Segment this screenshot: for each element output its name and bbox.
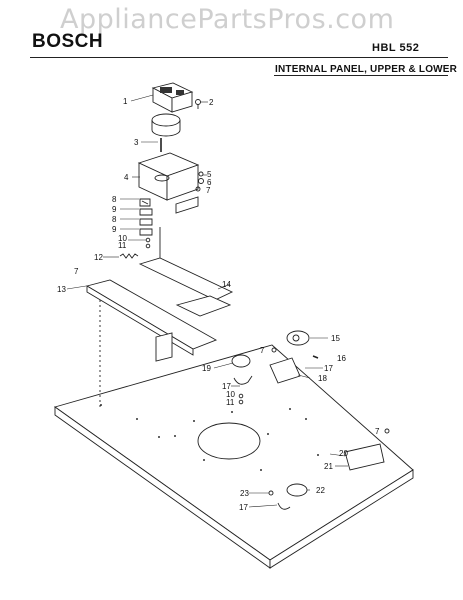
- callout-17-c: 17: [239, 503, 248, 512]
- callout-2: 2: [209, 98, 214, 107]
- part-2-screw: [195, 99, 201, 109]
- callout-16: 16: [337, 354, 346, 363]
- part-15-thermostat: [286, 330, 310, 346]
- part-7-screw-a: [195, 186, 201, 192]
- brand-logo-text: BOSCH: [32, 31, 104, 52]
- part-4-housing: [137, 152, 200, 201]
- callout-4: 4: [124, 173, 129, 182]
- callout-11-b: 11: [226, 398, 235, 407]
- callout-8-a: 8: [112, 195, 117, 204]
- callout-7-c: 7: [260, 346, 265, 355]
- callout-9-b: 9: [112, 225, 117, 234]
- section-rule: [274, 75, 448, 76]
- part-20-bracket: [344, 443, 385, 471]
- leader-lines: [66, 94, 348, 508]
- part-16-screw: [312, 355, 319, 359]
- model-number: HBL 552: [372, 42, 420, 54]
- callout-13: 13: [57, 285, 66, 294]
- section-title: INTERNAL PANEL, UPPER & LOWER: [275, 64, 458, 75]
- callout-14: 14: [222, 280, 231, 289]
- callout-19: 19: [202, 364, 211, 373]
- callout-18: 18: [318, 374, 327, 383]
- parts-8-9-clips: [139, 198, 153, 249]
- callout-3: 3: [134, 138, 139, 147]
- header-rule: [30, 57, 448, 58]
- part-7-screw-c: [384, 428, 390, 434]
- base-plate: [53, 344, 414, 569]
- callout-20: 20: [339, 449, 348, 458]
- callout-23: 23: [240, 489, 249, 498]
- part-22-thermostat: [286, 483, 308, 497]
- callout-21: 21: [324, 462, 333, 471]
- callout-8-b: 8: [112, 215, 117, 224]
- callout-10-b: 10: [226, 390, 235, 399]
- part-7-screw-b: [271, 347, 277, 353]
- part-12-spring: [119, 253, 139, 259]
- callout-1: 1: [123, 97, 128, 106]
- part-14-lever: [138, 227, 234, 317]
- callout-17-a: 17: [324, 364, 333, 373]
- part-1-motor: [151, 82, 194, 113]
- callout-10-a: 10: [118, 234, 127, 243]
- part-1-pulley: [151, 113, 181, 137]
- callout-7-a: 7: [206, 186, 211, 195]
- callout-15: 15: [331, 334, 340, 343]
- part-5-6-nut: [198, 171, 204, 184]
- watermark-text: AppliancePartsPros.com: [60, 4, 395, 35]
- part-17-clip-a: [233, 375, 253, 385]
- part-10-11-washer: [238, 393, 244, 405]
- callout-11-a: 11: [118, 241, 127, 250]
- callout-6: 6: [207, 178, 212, 187]
- callout-9-a: 9: [112, 205, 117, 214]
- part-17-clip-b: [277, 502, 291, 510]
- callout-5: 5: [207, 170, 212, 179]
- callout-22: 22: [316, 486, 325, 495]
- callout-17-b: 17: [222, 382, 231, 391]
- bracket-plate: [175, 196, 199, 214]
- callout-7-d: 7: [375, 427, 380, 436]
- callout-7-b: 7: [74, 267, 79, 276]
- callout-12: 12: [94, 253, 103, 262]
- part-19-switch: [231, 354, 251, 368]
- part-18-bracket: [269, 357, 301, 384]
- part-13-upper-panel: [85, 279, 218, 410]
